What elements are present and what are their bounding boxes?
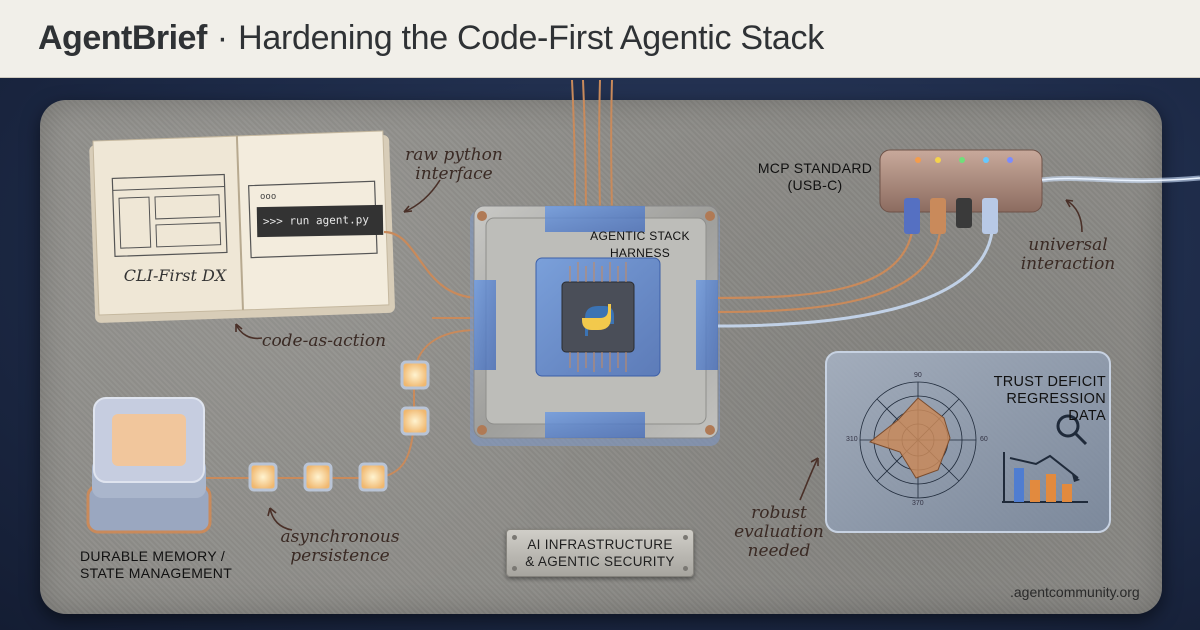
usb-hub-icon <box>879 149 1200 234</box>
terminal-window-dots: ooo <box>260 192 277 202</box>
terminal-command: >>> run agent.py <box>256 204 384 238</box>
annotation-async-persistence: asynchronous persistence <box>280 527 400 566</box>
page-title: Hardening the Code-First Agentic Stack <box>238 19 824 57</box>
plaque-line-1: AI INFRASTRUCTURE <box>527 537 673 552</box>
trust-label: TRUST DEFICIT REGRESSION DATA <box>993 374 1106 424</box>
annotation-arrows <box>235 179 1083 531</box>
annotation-code-as-action: code-as-action <box>261 331 387 351</box>
trust-panel <box>825 351 1111 533</box>
top-wires <box>571 79 613 223</box>
annotation-robust-evaluation: robust evaluation needed <box>734 503 824 561</box>
infrastructure-plaque: AI INFRASTRUCTURE & AGENTIC SECURITY <box>506 529 694 577</box>
brand-name: AgentBrief <box>38 19 207 57</box>
python-logo-icon <box>582 304 614 336</box>
annotation-raw-python: raw python interface <box>405 145 503 184</box>
annotation-universal-interaction: universal interaction <box>1020 235 1116 274</box>
harness-label: AGENTIC STACK HARNESS <box>590 229 690 260</box>
title-separator: · <box>216 19 229 57</box>
footer-url: .agentcommunity.org <box>1010 584 1140 600</box>
radar-tick-right: 60 <box>980 436 988 443</box>
magnifier-icon <box>1056 414 1088 446</box>
radar-tick-bottom: 370 <box>912 500 924 507</box>
notebook-caption: CLI-First DX <box>123 266 227 285</box>
bar-chart-icon <box>1002 452 1088 503</box>
memory-stack <box>86 397 212 534</box>
notebook-cable <box>383 230 479 300</box>
header-bar: AgentBrief · Hardening the Code-First Ag… <box>0 0 1200 78</box>
hub-cables <box>717 231 942 314</box>
radar-tick-top: 90 <box>914 372 922 379</box>
mcp-label: MCP STANDARD (USB-C) <box>757 160 873 193</box>
agentic-stack-harness <box>470 205 720 446</box>
radar-tick-left: 310 <box>846 436 858 443</box>
memory-label: DURABLE MEMORY / STATE MANAGEMENT <box>80 548 233 581</box>
plaque-line-2: & AGENTIC SECURITY <box>525 554 675 569</box>
